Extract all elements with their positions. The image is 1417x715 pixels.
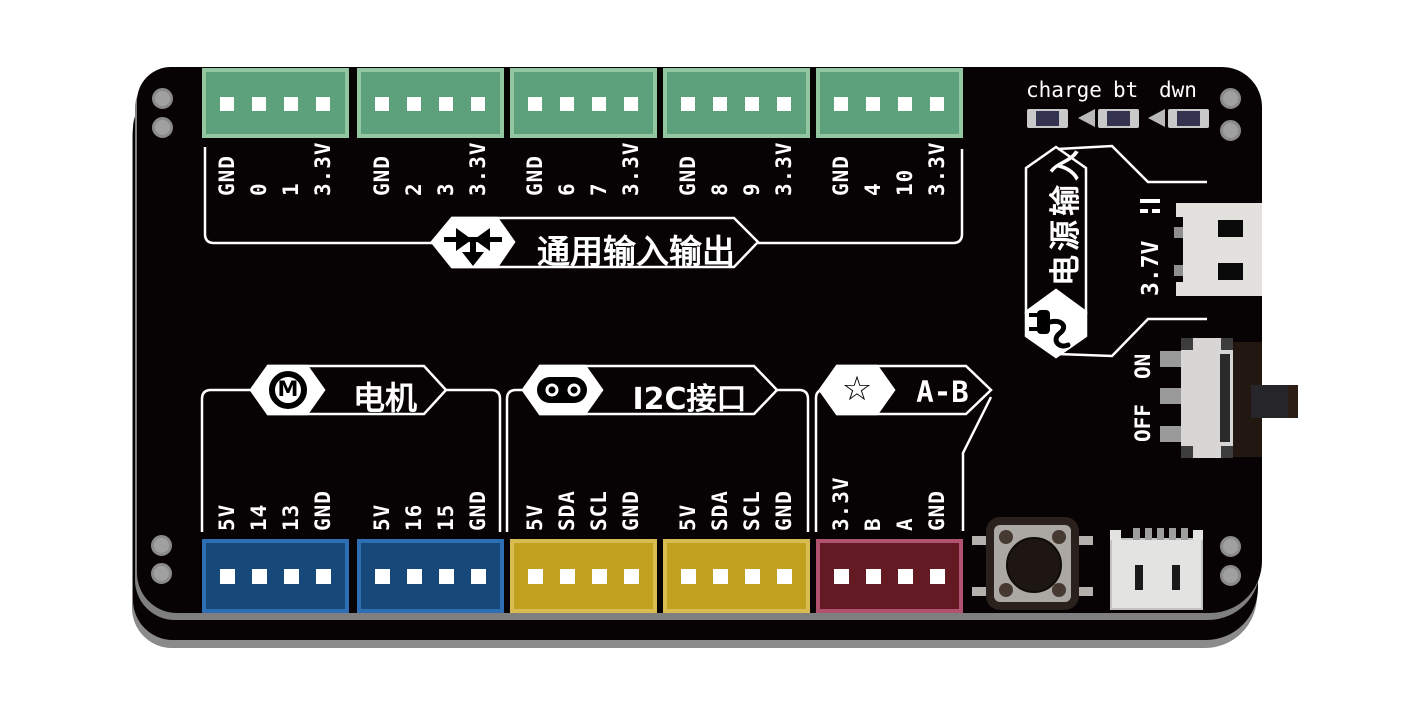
pin-label: 14 bbox=[247, 503, 271, 531]
motor-icon-letter: M bbox=[277, 377, 299, 401]
i2c-section-label: I2C接口 bbox=[632, 382, 747, 417]
pin-label: 1 bbox=[279, 182, 303, 196]
switch-on-label: ON bbox=[1131, 353, 1155, 379]
pin-label: SCL bbox=[740, 490, 764, 531]
gpio-terminal-block-4 bbox=[663, 68, 810, 138]
pin-label: 5V bbox=[676, 503, 700, 531]
button-leg bbox=[972, 587, 988, 596]
mounting-hole bbox=[152, 88, 173, 109]
switch-pin bbox=[1160, 426, 1182, 442]
pin-label: GND bbox=[466, 490, 490, 531]
charge-led-label: charge bbox=[1026, 78, 1102, 102]
power-switch-body bbox=[1181, 338, 1233, 458]
mounting-hole bbox=[1220, 565, 1241, 586]
battery-voltage-label: 3.7V bbox=[1138, 240, 1164, 296]
pin-label: 6 bbox=[555, 182, 579, 196]
pin-label: 3.3V bbox=[772, 141, 796, 196]
pin-label: SDA bbox=[708, 490, 732, 531]
pin-label: 3.3V bbox=[466, 141, 490, 196]
i2c-connector-1 bbox=[510, 539, 657, 613]
pin-label: GND bbox=[619, 490, 643, 531]
dwn-led-label: dwn bbox=[1159, 78, 1197, 102]
mounting-hole bbox=[152, 117, 173, 138]
gpio-section-label: 通用输入输出 bbox=[537, 232, 735, 271]
power-section-label: 电源输入 bbox=[1048, 146, 1084, 286]
button-cap bbox=[1006, 537, 1062, 593]
pin-label: 4 bbox=[861, 182, 885, 196]
gpio-terminal-block-3 bbox=[510, 68, 657, 138]
pin-label: 13 bbox=[279, 503, 303, 531]
pin-label: 9 bbox=[740, 182, 764, 196]
pin-label: 5V bbox=[523, 503, 547, 531]
bt-led-label: bt bbox=[1113, 78, 1139, 102]
pin-label: GND bbox=[925, 490, 949, 531]
mounting-hole bbox=[151, 563, 172, 584]
dc-symbol bbox=[1140, 199, 1160, 213]
motor-connector-2 bbox=[357, 539, 504, 613]
switch-pin bbox=[1160, 388, 1182, 404]
power-switch-knob bbox=[1251, 385, 1298, 418]
star-icon-glyph: ☆ bbox=[841, 369, 873, 409]
dwn-led bbox=[1168, 109, 1209, 128]
pin-label: 3.3V bbox=[619, 141, 643, 196]
switch-off-label: OFF bbox=[1131, 404, 1155, 442]
pin-label: GND bbox=[676, 155, 700, 196]
pin-label: 15 bbox=[434, 503, 458, 531]
pin-label: GND bbox=[772, 490, 796, 531]
pin-label: 5V bbox=[215, 503, 239, 531]
pin-label: B bbox=[861, 517, 885, 531]
pin-label: GND bbox=[829, 155, 853, 196]
led-arrow-icon bbox=[1078, 109, 1095, 127]
mounting-hole bbox=[1220, 88, 1241, 109]
ab-connector bbox=[816, 539, 963, 613]
pin-label: SCL bbox=[587, 490, 611, 531]
gpio-terminal-block-5 bbox=[816, 68, 963, 138]
motor-connector-1 bbox=[202, 539, 349, 613]
led-arrow-icon bbox=[1148, 109, 1165, 127]
motor-section-label: 电机 bbox=[352, 379, 417, 417]
push-button bbox=[986, 517, 1079, 610]
pin-label: A bbox=[893, 517, 917, 531]
battery-connector bbox=[1174, 203, 1262, 296]
pin-label: 8 bbox=[708, 182, 732, 196]
pin-label: GND bbox=[311, 490, 335, 531]
pin-label: 3.3V bbox=[311, 141, 335, 196]
pin-label: 16 bbox=[402, 503, 426, 531]
switch-pin bbox=[1160, 351, 1182, 367]
pin-label: GND bbox=[215, 155, 239, 196]
button-leg bbox=[972, 536, 988, 545]
pin-label: GND bbox=[523, 155, 547, 196]
button-leg bbox=[1077, 587, 1093, 596]
ab-section-label: A-B bbox=[916, 375, 969, 409]
gpio-terminal-block-1 bbox=[202, 68, 349, 138]
gpio-terminal-block-2 bbox=[357, 68, 504, 138]
bt-led bbox=[1098, 109, 1139, 128]
pin-label: 3.3V bbox=[925, 141, 949, 196]
pin-label: 0 bbox=[247, 182, 271, 196]
pin-label: GND bbox=[370, 155, 394, 196]
pin-label: 7 bbox=[587, 182, 611, 196]
pin-label: 10 bbox=[893, 168, 917, 196]
pin-label: 3 bbox=[434, 182, 458, 196]
pcb-board bbox=[137, 67, 1262, 613]
mounting-hole bbox=[151, 535, 172, 556]
i2c-connector-2 bbox=[663, 539, 810, 613]
card-slot-connector bbox=[1110, 528, 1203, 610]
mounting-hole bbox=[1220, 120, 1241, 141]
mounting-hole bbox=[1220, 536, 1241, 557]
charge-led bbox=[1027, 109, 1068, 128]
pin-label: 3.3V bbox=[829, 476, 853, 531]
pin-label: SDA bbox=[555, 490, 579, 531]
pin-label: 5V bbox=[370, 503, 394, 531]
button-leg bbox=[1077, 536, 1093, 545]
pin-label: 2 bbox=[402, 182, 426, 196]
